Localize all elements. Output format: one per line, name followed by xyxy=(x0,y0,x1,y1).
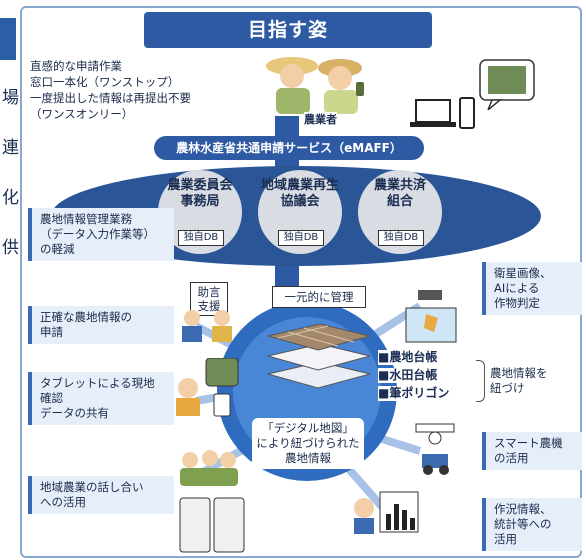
meeting-illustration xyxy=(180,450,238,486)
org-name: 農業委員会 事務局 xyxy=(167,178,233,209)
tablets-illustration xyxy=(179,497,245,553)
map-speech-bubble xyxy=(479,59,535,110)
left-edge-char: 場 xyxy=(2,88,19,108)
goal-line: 窓口一本化（ワンストップ） xyxy=(30,75,180,89)
db-tag: 独自DB xyxy=(178,230,224,246)
emaff-service-bar: 農林水産省共通申請サービス（eMAFF） xyxy=(154,136,424,160)
farmer-label: 農業者 xyxy=(304,112,337,127)
right-callout: 作況情報、 統計等への 活用 xyxy=(482,498,582,551)
ledger-bullet-icon: ■ xyxy=(378,386,390,400)
right-callout: スマート農機 の活用 xyxy=(482,432,582,470)
org-name: 農業共済 組合 xyxy=(373,178,426,209)
ledger-bullet-icon: ■ xyxy=(378,350,390,364)
left-edge-char: 供 xyxy=(2,238,19,258)
page-title: 目指す姿 xyxy=(144,12,432,48)
farmers-illustration xyxy=(266,57,364,114)
left-callout: 正確な農地情報の 申請 xyxy=(28,306,174,344)
map-layers-stack xyxy=(267,323,371,389)
satellite-illustration xyxy=(405,290,457,343)
left-edge-char: 化 xyxy=(2,188,19,208)
ledger-label: 農地台帳 xyxy=(389,350,438,364)
db-tag: 独自DB xyxy=(378,230,424,246)
left-edge-strip xyxy=(0,0,18,560)
ledger-item: ■農地台帳 xyxy=(378,350,462,365)
digital-map-label: 「デジタル地図」 により紐づけられた 農地情報 xyxy=(252,418,364,469)
ledger-label: 筆ポリゴン xyxy=(389,386,450,400)
ledger-bullet-icon: ■ xyxy=(378,368,390,382)
left-callout: 地域農業の話し合い への活用 xyxy=(28,476,174,514)
right-callout-plain: 農地情報を 紐づけ xyxy=(490,366,548,395)
left-callout: タブレットによる現地 確認 データの共有 xyxy=(28,372,174,425)
org-name: 地域農業再生 協議会 xyxy=(260,178,339,209)
goal-line: 一度提出した情報は再提出不要 xyxy=(30,91,191,105)
tablet-user-illustration xyxy=(176,358,239,417)
left-edge-char: 連 xyxy=(2,138,19,158)
left-callout: 農地情報管理業務 （データ入力作業等） の軽減 xyxy=(28,208,174,261)
ledger-item: ■筆ポリゴン xyxy=(378,386,462,401)
ledger-label: 水田台帳 xyxy=(389,368,438,382)
laptop-icon xyxy=(410,97,475,129)
ledger-brace xyxy=(476,360,485,402)
db-tag: 独自DB xyxy=(278,230,324,246)
top-goals: 直感的な申請作業 窓口一本化（ワンストップ） 一度提出した情報は再提出不要 （ワ… xyxy=(30,58,191,122)
goal-line: 直感的な申請作業 xyxy=(30,59,122,73)
ledger-item: ■水田台帳 xyxy=(378,368,462,383)
unified-management-box: 一元的に管理 xyxy=(272,286,366,308)
left-edge-tab xyxy=(0,18,16,60)
statistics-illustration xyxy=(354,491,419,534)
advisor-illustration xyxy=(182,310,232,342)
right-callout: 衛星画像、 AIによる 作物判定 xyxy=(482,262,582,315)
goal-line: （ワンスオンリー） xyxy=(30,107,134,121)
drone-tractor-illustration xyxy=(415,423,455,475)
